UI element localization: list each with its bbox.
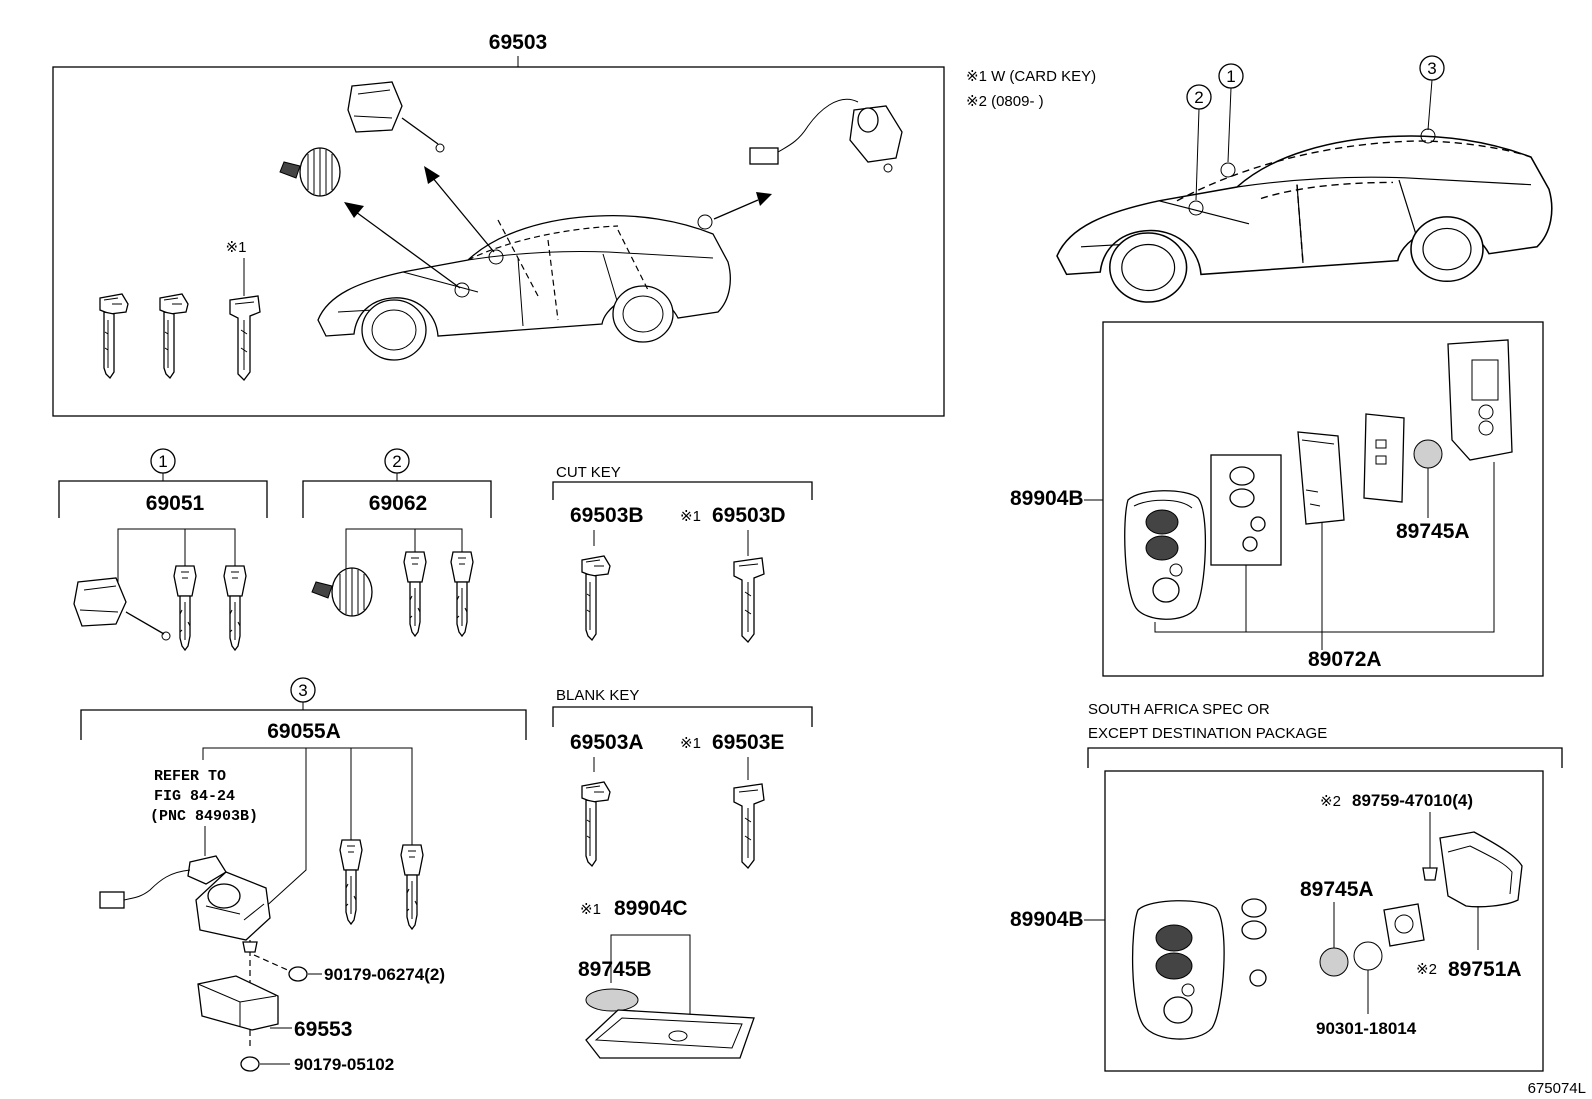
callout-2-right-label: 2 [1194,88,1203,107]
screw-89759 [1422,867,1438,881]
part-number-69503D: 69503D [712,504,786,527]
part-number-69503: 69503 [489,31,547,54]
ignition-switch-69055A [195,871,271,941]
box-89904B-bottom [1104,770,1544,1072]
key-69062-b [450,551,474,637]
marker-x1-top: ※1 [226,239,247,256]
part-number-89745A-top: 89745A [1396,520,1470,543]
key-69051-a [173,565,197,651]
battery-89745A-bottom [1319,947,1349,977]
part-number-69051: 69051 [146,492,205,515]
blank-key-69503A [581,781,611,867]
part-number-89904B-top: 89904B [1010,487,1084,510]
screw-upper [242,941,258,953]
battery-89745A-top [1413,439,1443,469]
key-69051-b [223,565,247,651]
note-2: ※2 (0809- ) [966,93,1044,110]
part-number-69503A: 69503A [570,731,644,754]
label-blank-key: BLANK KEY [556,687,639,704]
door-cylinder-part [279,147,341,197]
arrow-to-ignition [424,166,495,253]
part-number-69503E: 69503E [712,731,784,754]
part-number-69503B: 69503B [570,504,644,527]
key-a-top [99,293,129,379]
marker-x1-69503D: ※1 [680,508,701,525]
assembly-box-69503 [52,66,945,417]
part-number-89745B: 89745B [578,958,652,981]
arrow-to-cylinder [344,202,461,289]
car-illustration-top [317,214,731,361]
blank-card-key-69503E [733,783,765,869]
car-illustration-right [1056,135,1553,303]
ignition-cylinder-69051 [73,577,171,641]
south-africa-line-1: SOUTH AFRICA SPEC OR [1088,701,1270,718]
marker-x2-89759: ※2 [1320,793,1341,810]
circuit-board-top [1297,431,1345,525]
part-number-69553: 69553 [294,1018,352,1041]
trunk-lock-part [749,98,903,173]
key-69055A-a [339,839,363,925]
card-key-top [229,295,261,381]
key-69062-a [403,551,427,637]
part-number-90301-18014: 90301-18014 [1316,1019,1417,1038]
ignition-switch-part [347,81,445,153]
part-number-90179-05102: 90179-05102 [294,1055,394,1074]
callout-1-label: 1 [158,452,167,471]
refer-line-1: REFER TO [154,768,226,785]
part-number-89751A: 89751A [1448,958,1522,981]
note-1: ※1 W (CARD KEY) [966,68,1096,85]
key-b-top [159,293,189,379]
button-pad-top [1210,454,1282,566]
nut-90179-06274 [288,966,308,982]
button-pad-bottom [1241,898,1267,987]
part-number-69055A: 69055A [267,720,341,743]
diagram-code: 675074L [1528,1080,1586,1097]
connector-harness [99,855,227,909]
marker-x1-89904C: ※1 [580,901,601,918]
o-ring-90301-18014 [1353,941,1383,971]
part-number-90179-06274: 90179-06274(2) [324,965,445,984]
callout-1-right-label: 1 [1226,67,1235,86]
part-number-69062: 69062 [369,492,427,515]
refer-line-2: FIG 84-24 [154,788,235,805]
smart-key-fob-bottom [1131,900,1225,1040]
bracket-cut-key [552,481,813,500]
box-89904B-top [1102,321,1544,677]
cover-plate [1383,903,1425,947]
marker-x1-69503E: ※1 [680,735,701,752]
arrow-to-trunk-lock [713,192,772,220]
part-number-89759-47010: 89759-47010(4) [1352,791,1473,810]
south-africa-line-2: EXCEPT DESTINATION PACKAGE [1088,725,1327,742]
marker-x2-89751A: ※2 [1416,961,1437,978]
door-cylinder-69062 [311,567,373,617]
key-69055A-b [400,844,424,930]
case-89751A [1439,831,1523,908]
bracket-69553 [197,975,279,1031]
bracket-blank-key [552,706,813,727]
card-key-body-top [1363,413,1405,503]
part-number-89072A: 89072A [1308,648,1382,671]
refer-line-3: (PNC 84903B) [150,808,258,825]
bracket-south-africa [1087,747,1563,768]
callout-3-right-label: 3 [1427,59,1436,78]
card-key-case-top [1447,339,1513,461]
nut-90179-05102 [240,1056,260,1072]
card-key-89904C [585,1009,755,1059]
battery-89745B [585,988,639,1012]
cut-card-key-69503D [733,557,765,643]
part-number-89904C: 89904C [614,897,688,920]
part-number-89745A-bottom: 89745A [1300,878,1374,901]
callout-3-label: 3 [298,681,307,700]
cut-key-69503B [581,555,611,641]
callout-2-label: 2 [392,452,401,471]
part-number-89904B-bottom: 89904B [1010,908,1084,931]
smart-key-fob-top [1124,490,1207,620]
label-cut-key: CUT KEY [556,464,621,481]
